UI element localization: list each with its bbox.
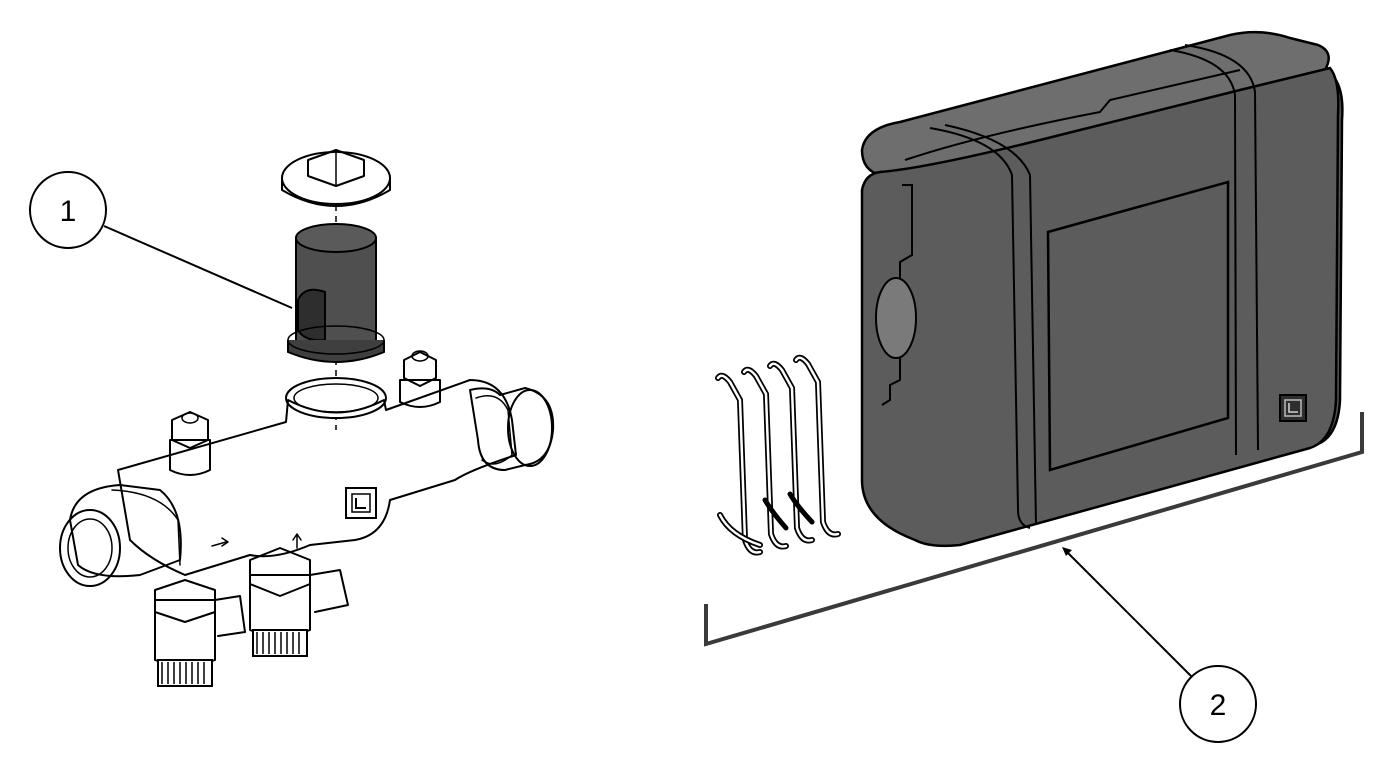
top-left-vent-valve bbox=[169, 411, 211, 476]
lk-logo-icon bbox=[345, 487, 377, 519]
label-panel bbox=[1046, 180, 1230, 472]
mixing-valve-assembly: 1 bbox=[29, 149, 555, 687]
lk-logo-icon bbox=[1279, 394, 1307, 422]
strainer-filter bbox=[287, 223, 385, 363]
callout-1: 1 bbox=[29, 171, 293, 309]
bottom-right-valve bbox=[249, 547, 349, 657]
callout-1-label: 1 bbox=[60, 195, 77, 228]
top-right-vent-valve bbox=[399, 350, 441, 408]
callout-2: 2 bbox=[1062, 547, 1257, 743]
insulation-box bbox=[860, 30, 1344, 548]
pipe-opening bbox=[875, 277, 917, 359]
callout-2-label: 2 bbox=[1210, 689, 1227, 722]
retaining-clips bbox=[715, 354, 841, 556]
bottom-left-valve bbox=[154, 579, 246, 687]
valve-body bbox=[59, 379, 555, 587]
kit-bracket bbox=[704, 412, 1364, 647]
valve-cap bbox=[281, 149, 391, 207]
insulation-kit-assembly: 2 bbox=[704, 30, 1364, 743]
